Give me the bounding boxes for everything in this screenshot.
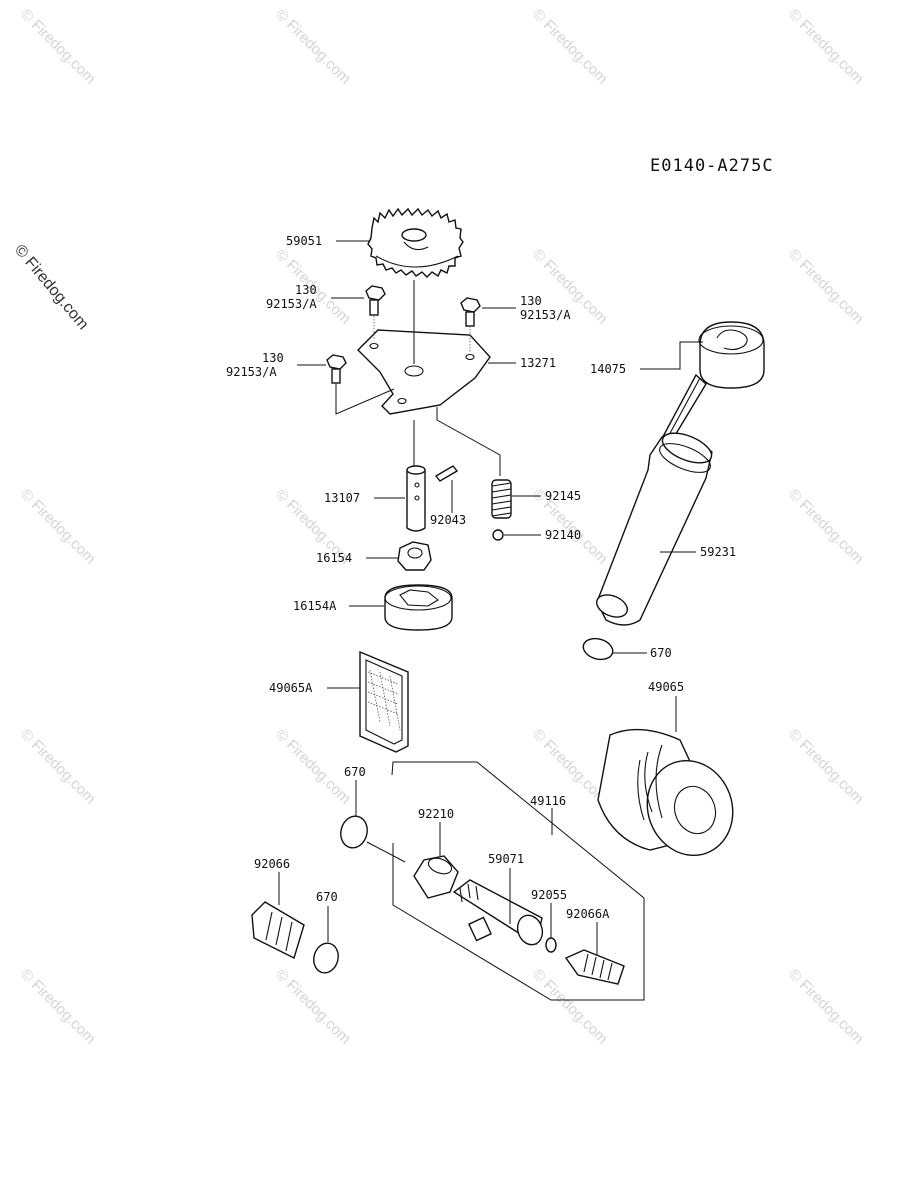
plug-92066 xyxy=(251,901,305,959)
tile-watermark: © Firedog.com xyxy=(785,966,867,1048)
o-ring-670-b xyxy=(340,815,368,849)
part-labels: 59051 130 92153/A 130 92153/A 130 92153/… xyxy=(226,234,736,921)
label-92145: 92145 xyxy=(545,489,581,503)
side-watermark: © Firedog.com xyxy=(11,242,92,333)
label-92140: 92140 xyxy=(545,528,581,542)
label-13271: 13271 xyxy=(520,356,556,370)
diagram-code: E0140-A275C xyxy=(650,156,774,176)
tile-watermark: © Firedog.com xyxy=(785,246,867,328)
tile-watermark: © Firedog.com xyxy=(17,726,99,808)
label-49065: 49065 xyxy=(648,680,684,694)
gear-59051 xyxy=(367,207,464,278)
label-130-a: 130 xyxy=(295,283,317,297)
label-49065a: 49065A xyxy=(269,681,313,695)
tile-watermark: © Firedog.com xyxy=(17,966,99,1048)
strainer-49065a xyxy=(359,650,409,753)
label-13107: 13107 xyxy=(324,491,360,505)
label-92153-a: 92153/A xyxy=(266,297,317,311)
ball-92140 xyxy=(492,529,504,541)
bolt-92153-a xyxy=(365,285,386,340)
label-14075: 14075 xyxy=(590,362,626,376)
label-59051: 59051 xyxy=(286,234,322,248)
label-130-b: 130 xyxy=(520,294,542,308)
tile-watermark: © Firedog.com xyxy=(17,486,99,568)
spring-92145 xyxy=(436,407,512,519)
o-ring-670-a xyxy=(582,637,614,661)
tile-watermark: © Firedog.com xyxy=(785,726,867,808)
plug-92066a xyxy=(564,949,625,985)
label-92210: 92210 xyxy=(418,807,454,821)
label-92043: 92043 xyxy=(430,513,466,527)
shaft-13107 xyxy=(406,280,426,532)
label-16154: 16154 xyxy=(316,551,352,565)
tile-watermark: © Firedog.com xyxy=(785,486,867,568)
tile-watermark: © Firedog.com xyxy=(529,6,611,88)
label-92055: 92055 xyxy=(531,888,567,902)
tube-59231 xyxy=(595,432,713,626)
bolt-92153-c xyxy=(326,354,395,415)
tile-watermark: © Firedog.com xyxy=(785,6,867,88)
label-16154a: 16154A xyxy=(293,599,337,613)
label-92066a: 92066A xyxy=(566,907,610,921)
assembly-bracket-49116 xyxy=(391,761,645,1001)
o-ring-670-c xyxy=(313,942,339,974)
label-92153-c: 92153/A xyxy=(226,365,277,379)
label-92153-b: 92153/A xyxy=(520,308,571,322)
o-ring-92055 xyxy=(545,937,557,953)
filter-49065 xyxy=(597,728,734,857)
label-670-c: 670 xyxy=(316,890,338,904)
rotor-16154 xyxy=(397,541,432,571)
label-92066: 92066 xyxy=(254,857,290,871)
label-670-b: 670 xyxy=(344,765,366,779)
tile-watermark: © Firedog.com xyxy=(272,966,354,1048)
fitting-59071 xyxy=(452,879,544,946)
plate-13271 xyxy=(357,329,491,415)
leader-lines xyxy=(278,240,703,956)
tile-watermark: © Firedog.com xyxy=(272,6,354,88)
label-49116: 49116 xyxy=(530,794,566,808)
pin-92043 xyxy=(434,465,459,513)
label-130-c: 130 xyxy=(262,351,284,365)
label-59071: 59071 xyxy=(488,852,524,866)
label-59231: 59231 xyxy=(700,545,736,559)
gauge-14075 xyxy=(657,321,765,454)
nut-92210 xyxy=(413,855,459,899)
bolt-92153-b xyxy=(460,297,481,352)
tile-watermark: © Firedog.com xyxy=(17,6,99,88)
tile-watermark: © Firedog.com xyxy=(272,726,354,808)
label-670-a: 670 xyxy=(650,646,672,660)
rotor-16154a xyxy=(384,584,453,631)
